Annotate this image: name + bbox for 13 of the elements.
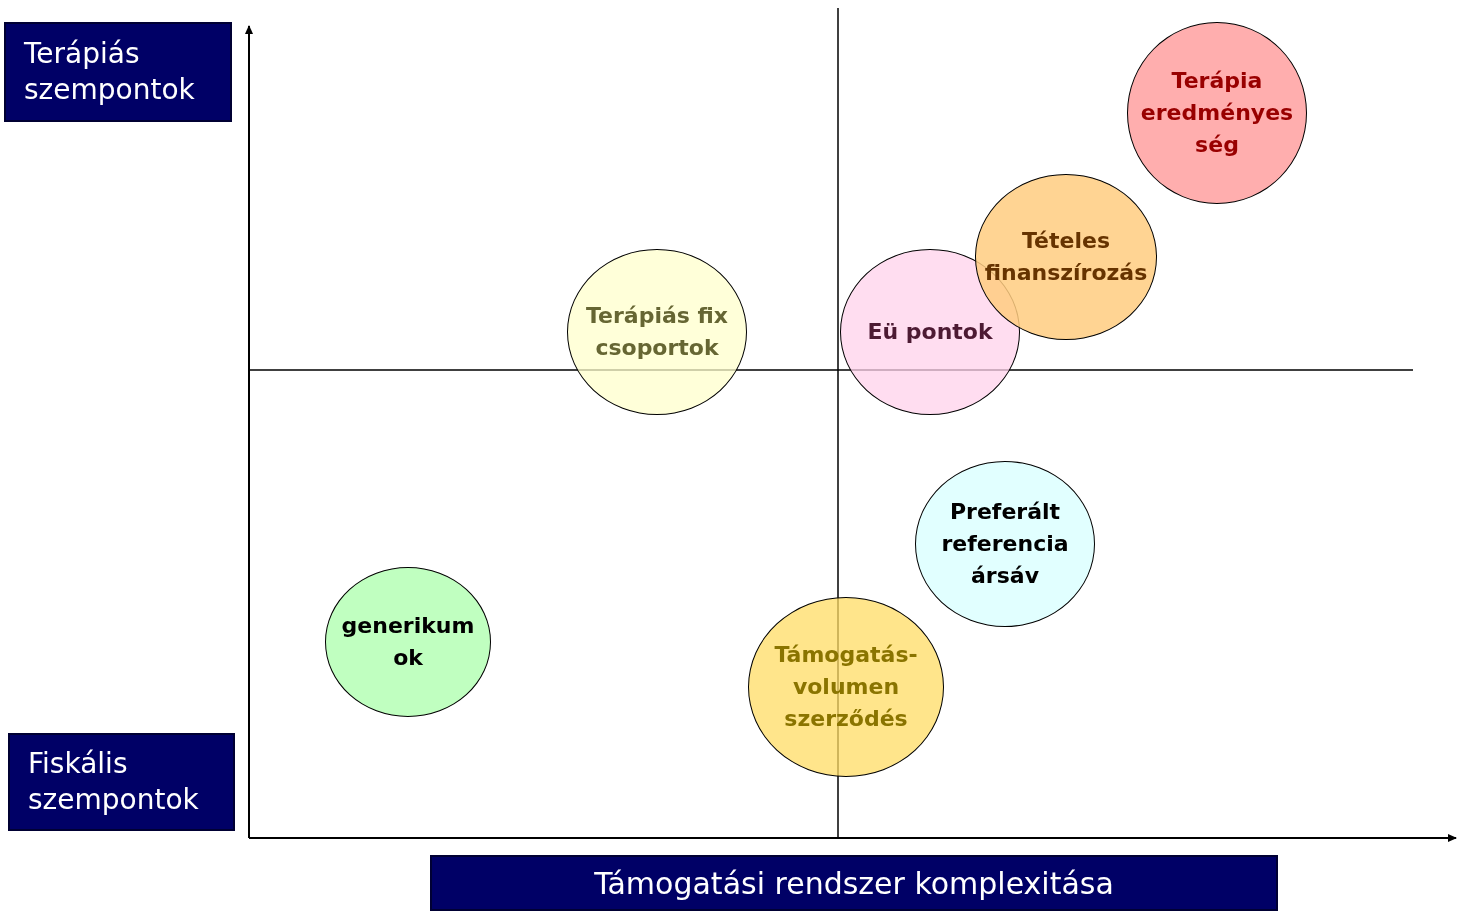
label-panel xyxy=(8,733,235,831)
bubble-label: Terápia eredményes ség xyxy=(1139,67,1295,159)
bubble-label: Tételes finanszírozás xyxy=(983,227,1149,287)
panel-label: Terápiás szempontok xyxy=(24,35,196,108)
panel-label: Támogatási rendszer komplexitása xyxy=(594,864,1114,903)
bubble-label: Terápiás fix csoportok xyxy=(584,302,730,362)
bubble-label: Eü pontok xyxy=(867,318,993,347)
panel-label: Fiskális szempontok xyxy=(28,745,200,818)
bubble-label: Preferált referencia ársáv xyxy=(940,498,1070,590)
bubble-label: Támogatás-volumen szerződés xyxy=(773,641,919,733)
label-panel xyxy=(4,22,232,122)
bubble-label: generikum ok xyxy=(340,612,476,672)
label-panel xyxy=(430,855,1278,911)
